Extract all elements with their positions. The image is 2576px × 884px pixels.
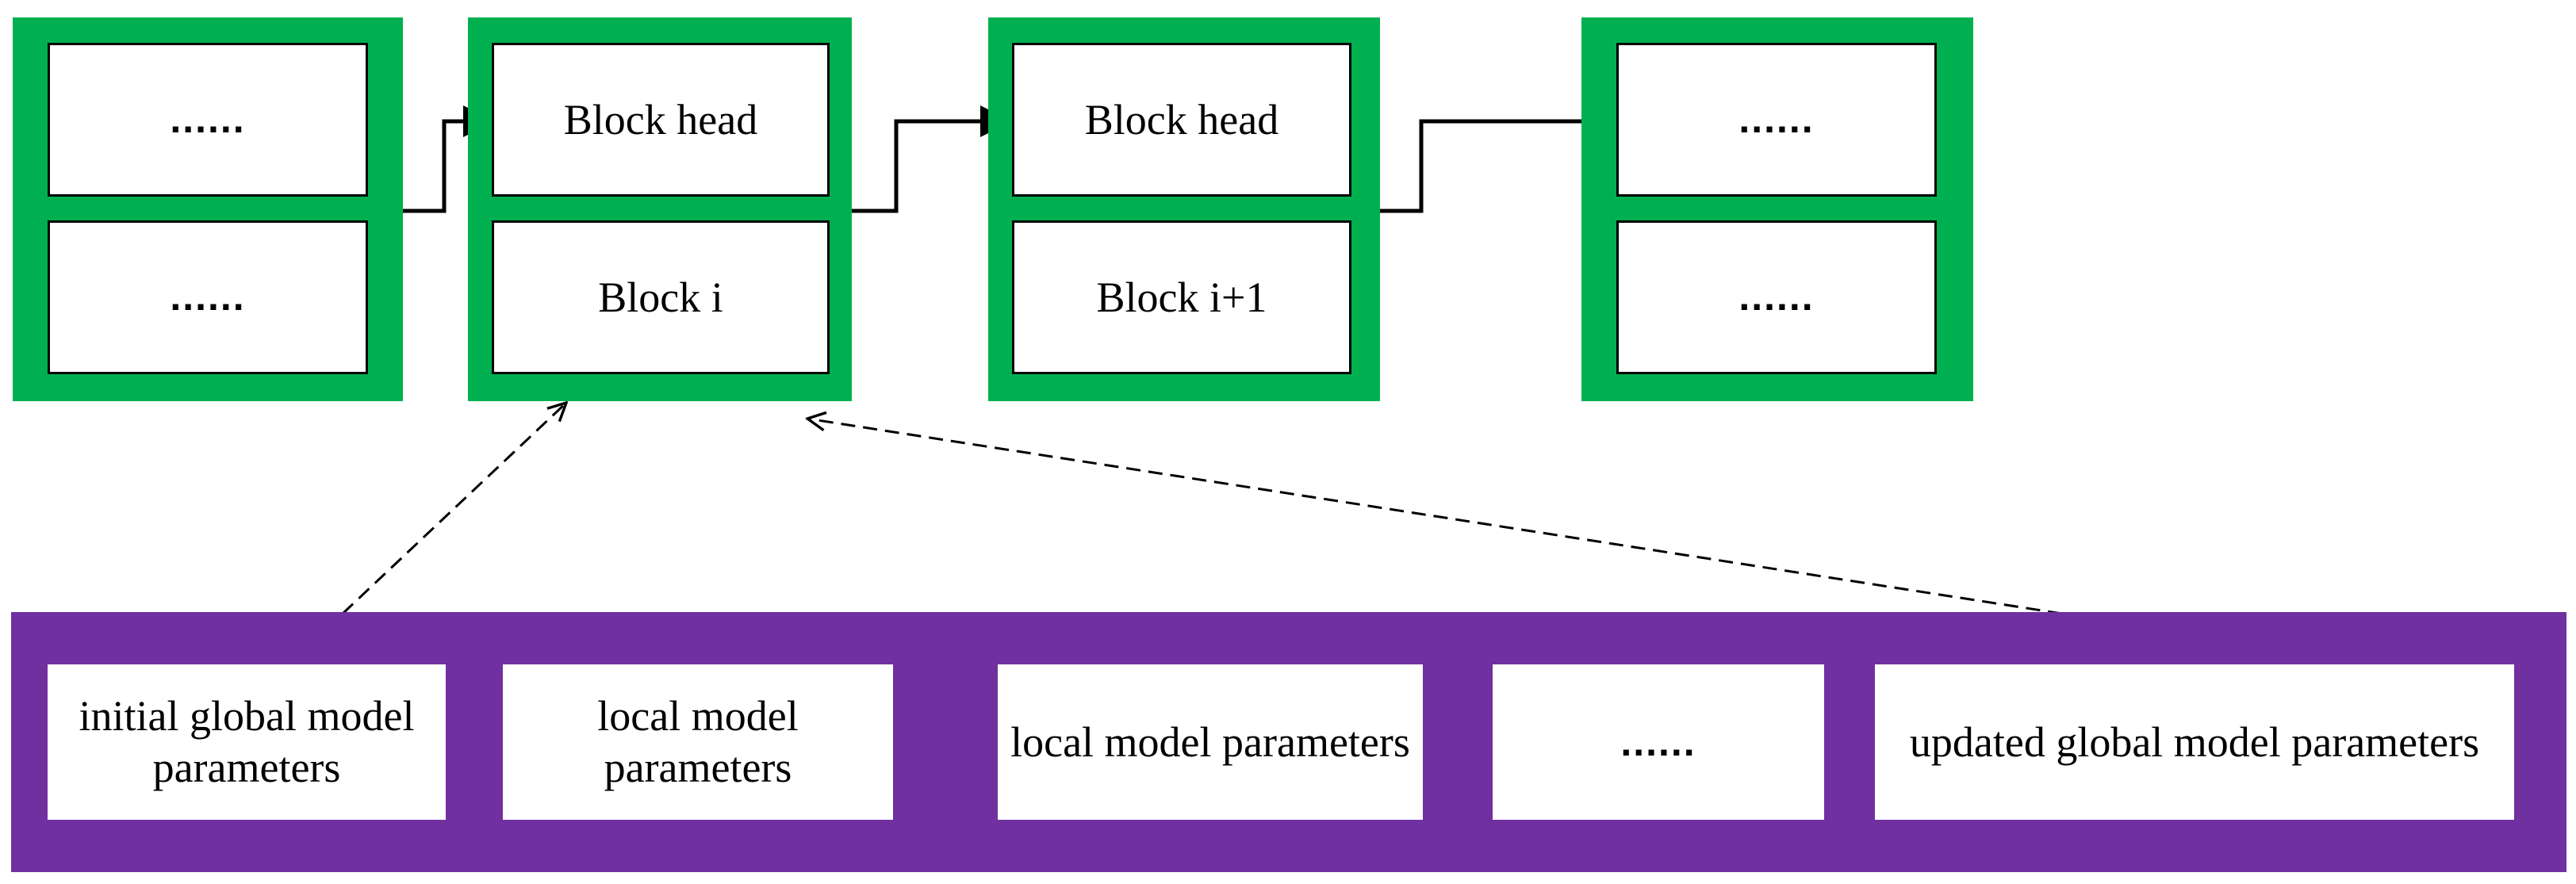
reference-initial-to-block-i <box>341 403 566 615</box>
record-initial-global-model-parameters: initial global model parameters <box>48 664 446 820</box>
block-previous-body: ...... <box>48 220 368 374</box>
block-i-plus-1: Block head Block i+1 <box>988 17 1380 401</box>
block-next-body: ...... <box>1616 220 1937 374</box>
chain-link-2 <box>852 105 1012 213</box>
block-next: ...... ...... <box>1581 17 1973 401</box>
block-i-head: Block head <box>492 43 830 197</box>
record-updated-global-model-parameters: updated global model parameters <box>1875 664 2514 820</box>
reference-updated-to-block-i <box>807 419 2063 615</box>
record-ellipsis: ...... <box>1493 664 1824 820</box>
record-local-model-parameters-1: local model parameters <box>503 664 893 820</box>
block-i-body: Block i <box>492 220 830 374</box>
chain-link-3 <box>1380 105 1615 213</box>
record-local-model-parameters-2: local model parameters <box>998 664 1423 820</box>
block-i: Block head Block i <box>468 17 852 401</box>
block-next-head: ...... <box>1616 43 1937 197</box>
block-previous: ...... ...... <box>13 17 403 401</box>
block-i-plus-1-body: Block i+1 <box>1012 220 1351 374</box>
parameter-records-bar: initial global model parameters local mo… <box>11 612 2566 872</box>
block-i-plus-1-head: Block head <box>1012 43 1351 197</box>
block-previous-head: ...... <box>48 43 368 197</box>
